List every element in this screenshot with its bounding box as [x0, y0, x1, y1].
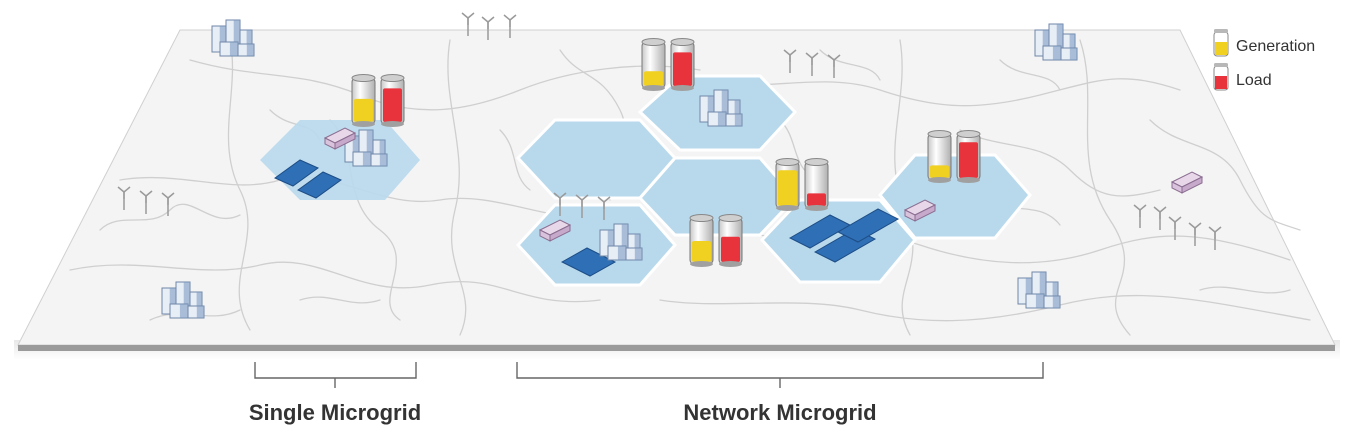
wind-turbine — [1153, 206, 1167, 230]
gauge-pair-network-top — [641, 38, 695, 91]
equipment-unit — [1170, 171, 1204, 194]
load-gauge-network-right — [956, 130, 981, 183]
wind-turbines — [117, 12, 1222, 250]
wind-turbine — [1168, 216, 1182, 240]
legend: Generation Load — [1213, 29, 1315, 91]
wind-turbine — [1133, 204, 1147, 228]
generation-gauge-network-top — [641, 38, 666, 91]
building-cluster — [599, 223, 643, 261]
load-gauge-network-center — [804, 158, 829, 211]
network-microgrid-caption: Network Microgrid — [683, 400, 876, 425]
gauge-pair-network-bottom — [689, 214, 743, 267]
generation-legend-label: Generation — [1236, 38, 1315, 55]
gauge-pair-single — [351, 74, 405, 127]
building-cluster — [1017, 271, 1061, 309]
wind-turbine — [805, 52, 819, 76]
wind-turbine — [461, 12, 475, 36]
load-legend-icon — [1213, 63, 1229, 91]
generation-gauge-network-bottom — [689, 214, 714, 267]
building-clusters — [161, 19, 1204, 319]
generation-gauge-network-right — [927, 130, 952, 183]
solar-panels — [274, 159, 900, 277]
wind-turbine — [553, 192, 567, 216]
network-microgrid-zones — [515, 74, 1032, 287]
building-cluster — [161, 281, 205, 319]
load-gauge-single — [380, 74, 405, 127]
network-microgrid-bracket — [516, 362, 1044, 388]
wind-turbine — [139, 190, 153, 214]
microgrid-gauges — [351, 38, 981, 267]
wind-turbine — [1188, 222, 1202, 246]
wind-turbine — [827, 54, 841, 78]
generation-gauge-network-center — [775, 158, 800, 211]
load-gauge-network-top — [670, 38, 695, 91]
gauge-pair-network-center — [775, 158, 829, 211]
building-cluster — [699, 89, 743, 127]
building-cluster — [1034, 23, 1078, 61]
generation-gauge-single — [351, 74, 376, 127]
generation-legend-icon — [1213, 29, 1229, 57]
equipment-unit — [323, 127, 357, 150]
single-microgrid-bracket — [254, 362, 417, 388]
wind-turbine — [783, 49, 797, 73]
equipment-unit — [538, 219, 572, 242]
wind-turbine — [1208, 226, 1222, 250]
single-microgrid-caption: Single Microgrid — [249, 400, 421, 425]
wind-turbine — [161, 192, 175, 216]
wind-turbine — [481, 16, 495, 40]
gauge-pair-network-right — [927, 130, 981, 183]
equipment-unit — [903, 199, 937, 222]
building-cluster — [211, 19, 255, 57]
load-gauge-network-bottom — [718, 214, 743, 267]
wind-turbine — [575, 194, 589, 218]
load-legend-label: Load — [1236, 72, 1272, 89]
wind-turbine — [117, 186, 131, 210]
wind-turbine — [597, 196, 611, 220]
wind-turbine — [503, 14, 517, 38]
